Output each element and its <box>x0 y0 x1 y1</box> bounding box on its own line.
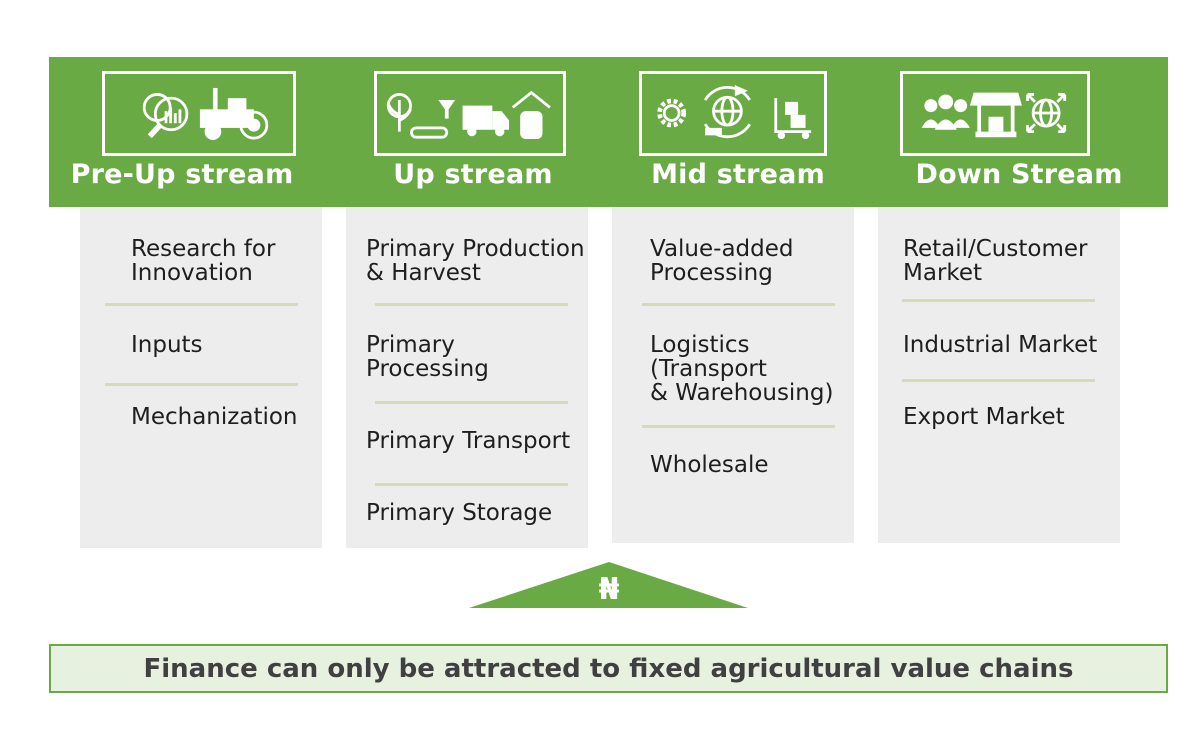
item-divider <box>375 401 568 404</box>
finance-up-arrow: ₦ <box>469 562 748 608</box>
stage-column-down-stream: Retail/Customer Market Industrial Market… <box>878 207 1120 543</box>
stage-header-pre-up-stream: Pre-Up stream <box>49 57 315 207</box>
stage-header-down-stream: Down Stream <box>871 57 1167 207</box>
stage-title: Mid stream <box>651 159 825 190</box>
stage-item: Value-added Processing <box>650 236 794 286</box>
stage-header-mid-stream: Mid stream <box>605 57 871 207</box>
stage-title: Pre-Up stream <box>70 159 294 190</box>
item-divider <box>902 379 1095 382</box>
item-divider <box>375 483 568 486</box>
stage-item: Retail/Customer Market <box>903 236 1088 286</box>
stage-item: Primary Production & Harvest <box>366 236 585 286</box>
stage-item: Mechanization <box>131 404 298 430</box>
stage-header-up-stream: Up stream <box>340 57 606 207</box>
arrow-shape <box>469 562 748 608</box>
value-chain-header-banner: Pre-Up stream <box>49 57 1168 207</box>
item-divider <box>105 303 298 306</box>
gear-magnifier-tractor-icon <box>142 87 269 140</box>
finance-statement: Finance can only be attracted to fixed a… <box>143 653 1074 684</box>
stage-icon-frame <box>374 71 566 156</box>
stage-item: Research for Innovation <box>131 236 276 286</box>
customers-market-export-icon <box>921 92 1067 138</box>
stage-item: Industrial Market <box>903 332 1098 358</box>
item-divider <box>642 303 835 306</box>
item-divider <box>105 383 298 386</box>
stage-item: Logistics (Transport & Warehousing) <box>650 332 834 406</box>
finance-statement-box: Finance can only be attracted to fixed a… <box>49 644 1168 693</box>
stage-column-up-stream: Primary Production & Harvest Primary Pro… <box>346 207 588 548</box>
item-divider <box>902 299 1095 302</box>
stage-item: Primary Processing <box>366 332 489 382</box>
seedling-conveyor-truck-storage-icon <box>386 90 551 140</box>
stage-icon-frame <box>900 71 1090 156</box>
stage-column-mid-stream: Value-added Processing Logistics (Transp… <box>612 207 854 543</box>
stage-column-pre-up-stream: Research for Innovation Inputs Mechaniza… <box>80 207 322 548</box>
gear-logistics-forklift-icon <box>657 85 812 140</box>
stage-title: Down Stream <box>915 159 1123 190</box>
stage-item: Export Market <box>903 404 1065 430</box>
stage-item: Primary Storage <box>366 500 553 526</box>
stage-icon-frame <box>102 71 296 156</box>
stage-item: Primary Transport <box>366 428 571 454</box>
stage-item: Wholesale <box>650 452 769 478</box>
naira-currency-symbol: ₦ <box>599 572 620 607</box>
item-divider <box>375 303 568 306</box>
item-divider <box>642 425 835 428</box>
stage-title: Up stream <box>393 159 553 190</box>
stage-item: Inputs <box>131 332 203 358</box>
stage-icon-frame <box>639 71 827 156</box>
